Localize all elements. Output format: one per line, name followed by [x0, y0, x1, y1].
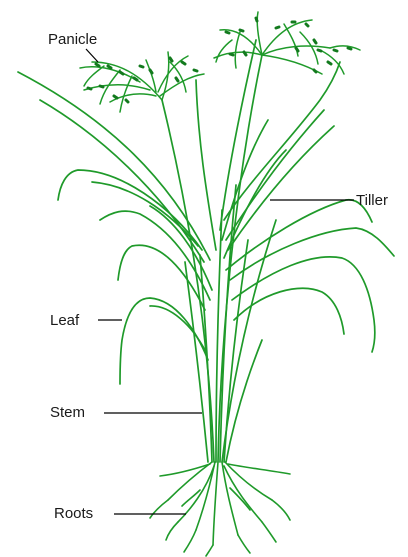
label-tiller: Tiller [356, 192, 388, 209]
label-stem-group: Stem [50, 404, 202, 421]
label-leaf: Leaf [50, 312, 80, 329]
label-stem: Stem [50, 404, 85, 421]
roots [150, 462, 290, 556]
label-panicle: Panicle [48, 31, 97, 48]
panicle-grains [88, 18, 351, 102]
label-leaf-group: Leaf [50, 312, 122, 329]
label-roots: Roots [54, 505, 93, 522]
stems [162, 55, 276, 462]
label-panicle-group: Panicle [48, 31, 98, 62]
panicle-right [214, 12, 360, 74]
label-roots-group: Roots [54, 505, 186, 522]
panicle-left [80, 52, 204, 112]
leader-panicle [86, 49, 98, 62]
